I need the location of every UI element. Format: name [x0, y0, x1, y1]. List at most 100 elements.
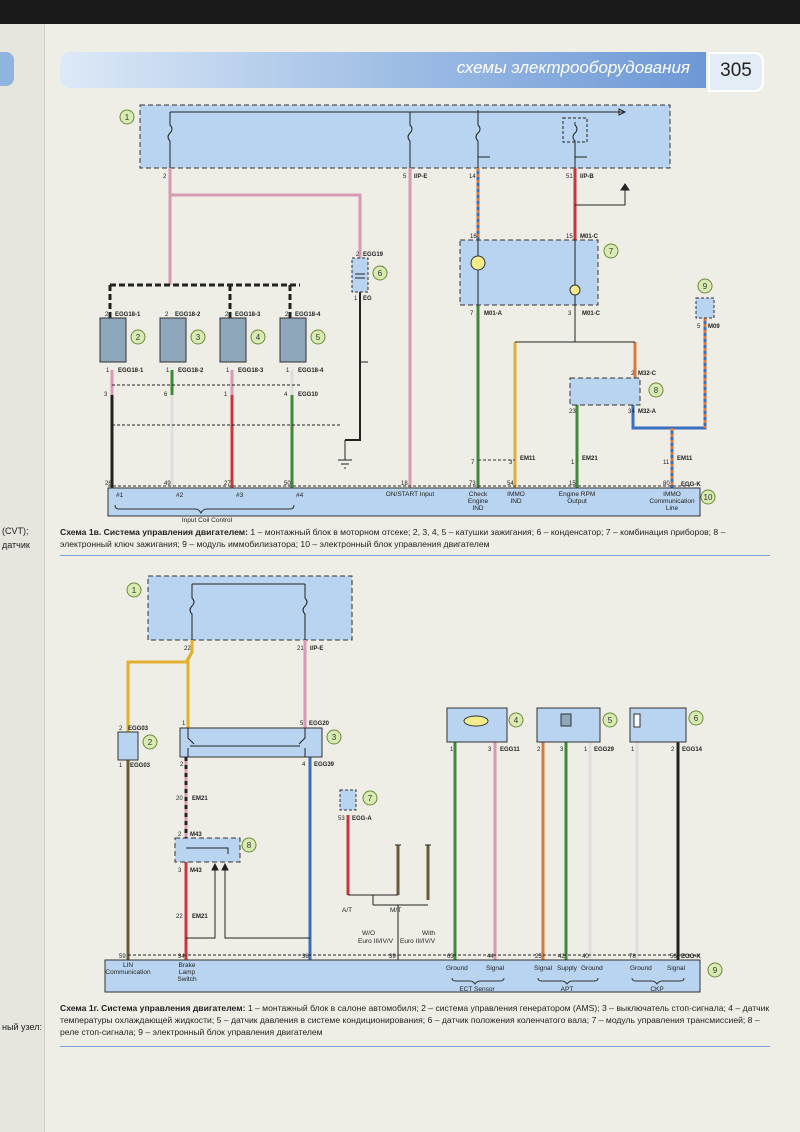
- diagram-label: 7: [609, 247, 614, 256]
- signal-lines: [108, 183, 635, 469]
- diagram-label: Brake Lamp Switch: [177, 962, 197, 983]
- connector-label: EM21: [192, 796, 208, 802]
- diagram-mark: [362, 790, 378, 806]
- diagram-label: EGG-A: [352, 816, 372, 822]
- diagram-mark: [142, 734, 158, 750]
- diagram-label: 80: [663, 481, 670, 487]
- diagram-mark: [695, 297, 715, 319]
- diagram-label: 2: [671, 747, 675, 753]
- diagram-label: #2: [176, 492, 184, 499]
- diagram-label: 2: [631, 371, 635, 377]
- diagram-label: 1: [182, 721, 186, 727]
- tachometer-icon: [569, 284, 581, 296]
- diagram-label: Ground: [581, 965, 603, 972]
- diagram-mark: [407, 112, 413, 168]
- diagram-mark: [700, 489, 716, 505]
- engine-ecu: EGG-K 9 ECT Sensor APT CKP: [104, 954, 723, 993]
- diagram-label: 2: [285, 312, 289, 318]
- diagram-label: EGG10: [298, 392, 319, 398]
- diagram-label: 38: [302, 954, 309, 960]
- diagram-mark: [211, 862, 229, 871]
- diagram-mark: [219, 317, 247, 363]
- diagram-label: Supply: [557, 965, 578, 972]
- diagram-mark: [633, 713, 641, 728]
- margin-text: ный узел:: [2, 1022, 42, 1032]
- diagram-label: 9: [713, 966, 718, 975]
- pin-label: 3: [509, 460, 513, 466]
- connector-label: EM21: [582, 456, 598, 462]
- diagram-mark: [130, 329, 146, 345]
- diagram-mark: [186, 640, 194, 728]
- diagram-mark: [114, 504, 295, 515]
- diagram-mark: [179, 727, 323, 758]
- diagram-label: 2: [119, 726, 123, 732]
- diagram-label: 16: [470, 234, 477, 240]
- pin-label: 5: [403, 174, 407, 180]
- pin-label: 2: [163, 174, 167, 180]
- diagram-label: 5: [316, 333, 321, 342]
- diagram-label: 1: [226, 368, 230, 374]
- diagram-mark: [631, 405, 672, 430]
- diagram-label: EGG18-1: [118, 368, 144, 374]
- page-number: 305: [708, 52, 764, 92]
- pin-label: 11: [663, 460, 670, 466]
- diagram-mark: ON/START Input: [386, 491, 434, 498]
- divider: [60, 555, 770, 556]
- diagram-label: 25: [535, 954, 542, 960]
- diagram-label: 78: [629, 954, 636, 960]
- diagram-label: 7: [368, 794, 373, 803]
- diagram-label: EGG18-4: [295, 312, 321, 318]
- diagram-mark: Check Engine IND: [468, 491, 488, 512]
- capacitor-icon: [355, 273, 365, 279]
- pin-label: 14: [469, 174, 476, 180]
- diagram-label: 40: [582, 954, 589, 960]
- diagram-label: 42: [558, 954, 565, 960]
- adjacent-page-tab: [0, 52, 14, 86]
- diagram-label: M09: [708, 324, 720, 330]
- diagram-label: 1: [119, 763, 123, 769]
- diagram-label: 2: [537, 747, 541, 753]
- diagram-label: W/O: [362, 930, 375, 937]
- diagram-label: 3: [178, 868, 182, 874]
- variant-labels: A/T M/T W/O Euro III/IV/V With Euro III/…: [342, 907, 436, 945]
- diagram-mark: [569, 377, 641, 406]
- diagram-label: 4: [256, 333, 261, 342]
- diagram-label: 6: [378, 269, 383, 278]
- diagram-mark: [250, 329, 266, 345]
- diagram-label: 3: [332, 733, 337, 742]
- capacitor: [351, 257, 369, 293]
- diagram-label: EGG-K: [681, 954, 701, 960]
- margin-text: (CVT);: [2, 526, 29, 536]
- diagram-label: EGG18-2: [178, 368, 204, 374]
- diagram-label: LIN Communication: [105, 962, 151, 976]
- section-header: схемы электрооборудования: [60, 52, 706, 88]
- diagram-label: IMMO Communication Line: [649, 491, 695, 512]
- diagram-mark: [339, 789, 357, 811]
- diagram-label: M01-C: [582, 311, 601, 317]
- diagram-label: With: [422, 930, 435, 937]
- diagram-label: 8: [654, 386, 659, 395]
- diagram-label: 4: [302, 762, 306, 768]
- diagram-label: M01-C: [580, 234, 599, 240]
- diagram-label: 3: [104, 392, 108, 398]
- fuse-icons: [167, 112, 578, 168]
- diagram-label: 2: [180, 762, 184, 768]
- diagram-mark: [345, 292, 361, 441]
- pin-label: 2: [356, 252, 360, 258]
- diagram-label: M32-C: [638, 371, 657, 377]
- diagram-mark: [451, 977, 685, 985]
- caption-text: 1 – монтажный блок в моторном отсеке; 2,…: [60, 527, 726, 549]
- callout-1: 1: [119, 109, 135, 125]
- diagram-mark: [167, 112, 173, 168]
- diagram-label: 1: [584, 747, 588, 753]
- diagram-label: EGG18-4: [298, 368, 324, 374]
- diagram-label: ECT Sensor: [459, 986, 495, 993]
- diagram-label: EGG18-2: [175, 312, 201, 318]
- diagram-label: 9: [703, 282, 708, 291]
- fuse-icons: [189, 584, 308, 640]
